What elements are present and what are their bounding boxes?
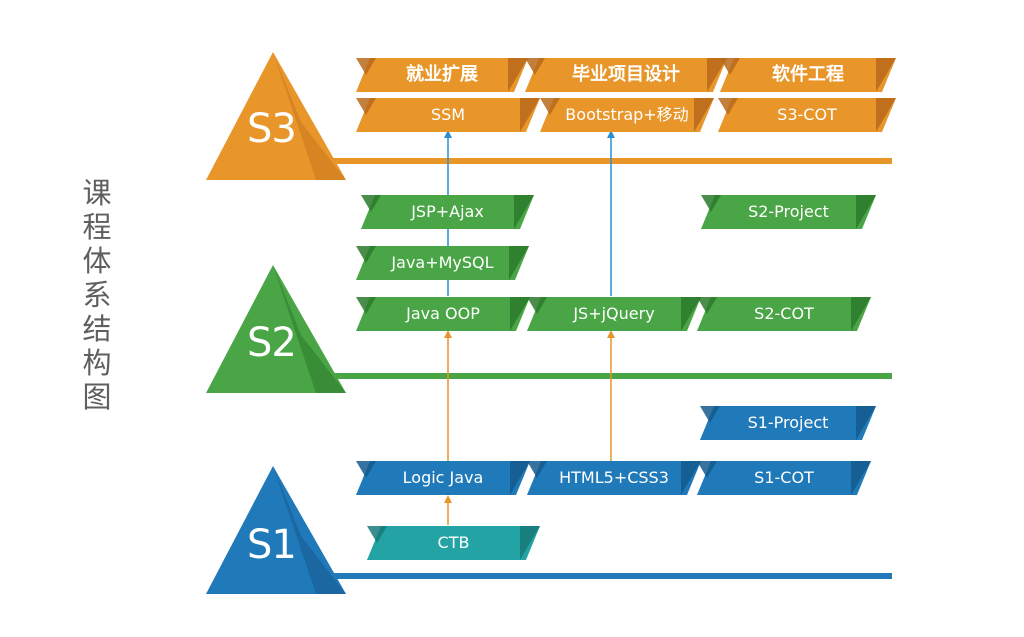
tag-bootstrap: Bootstrap+移动 — [540, 98, 714, 132]
tag-ruanjian-label: 软件工程 — [772, 64, 844, 85]
arrow-jsjquery-to-bootstrap — [607, 130, 615, 296]
s1-triangle — [206, 466, 346, 594]
tag-jiuye-label: 就业扩展 — [406, 64, 478, 85]
s2-triangle — [206, 265, 346, 393]
tag-jsp: JSP+Ajax — [361, 195, 534, 229]
s3-level-line — [300, 158, 892, 164]
tag-javamysql-label: Java+MySQL — [391, 253, 494, 272]
tag-s1cot-label: S1-COT — [754, 468, 814, 487]
tag-ctb: CTB — [367, 526, 540, 560]
tag-javaoop-label: Java OOP — [406, 304, 480, 323]
tag-s1project-label: S1-Project — [747, 413, 829, 432]
s1-level-line — [300, 573, 892, 579]
tag-html5: HTML5+CSS3 — [527, 461, 701, 495]
title-char: 体 — [82, 244, 112, 278]
s3-label: S3 — [247, 106, 297, 152]
tag-s2cot-label: S2-COT — [754, 304, 814, 323]
tag-logicjava: Logic Java — [356, 461, 530, 495]
tag-html5-label: HTML5+CSS3 — [559, 468, 669, 487]
tag-jsp-label: JSP+Ajax — [411, 202, 484, 221]
tag-jsjquery: JS+jQuery — [527, 297, 701, 331]
tag-ssm: SSM — [356, 98, 540, 132]
title-char: 课 — [82, 176, 112, 210]
title-char: 系 — [82, 278, 112, 312]
title-char: 结 — [82, 312, 112, 346]
diagram-title: 课 程 体 系 结 构 图 — [78, 176, 116, 414]
tag-ctb-label: CTB — [437, 533, 470, 552]
tag-ruanjian: 软件工程 — [720, 58, 896, 92]
title-char: 图 — [82, 380, 112, 414]
tag-s3cot-label: S3-COT — [777, 105, 837, 124]
tag-ssm-label: SSM — [430, 105, 466, 124]
title-char: 程 — [82, 210, 112, 244]
arrow-html5-to-jsjquery — [607, 330, 615, 462]
tag-biye: 毕业项目设计 — [525, 58, 727, 92]
tag-javaoop: Java OOP — [356, 297, 530, 331]
tag-jiuye: 就业扩展 — [356, 58, 528, 92]
s2-level-line — [300, 373, 892, 379]
tag-logicjava-label: Logic Java — [402, 468, 484, 487]
tag-s1project: S1-Project — [700, 406, 876, 440]
tag-s2project: S2-Project — [701, 195, 876, 229]
title-char: 构 — [82, 346, 112, 380]
tag-bootstrap-label: Bootstrap+移动 — [565, 105, 689, 124]
tag-s2cot: S2-COT — [697, 297, 871, 331]
s1-label: S1 — [247, 522, 297, 568]
arrow-ctb-to-logicjava — [444, 495, 452, 525]
tag-javamysql: Java+MySQL — [356, 246, 529, 280]
arrow-logicjava-to-javaoop — [444, 330, 452, 462]
s2-label: S2 — [247, 320, 297, 366]
tag-s1cot: S1-COT — [697, 461, 871, 495]
tag-s3cot: S3-COT — [718, 98, 896, 132]
tag-jsjquery-label: JS+jQuery — [573, 304, 655, 323]
tag-s2project-label: S2-Project — [748, 202, 829, 221]
s3-triangle — [206, 52, 346, 180]
tag-biye-label: 毕业项目设计 — [572, 64, 680, 85]
